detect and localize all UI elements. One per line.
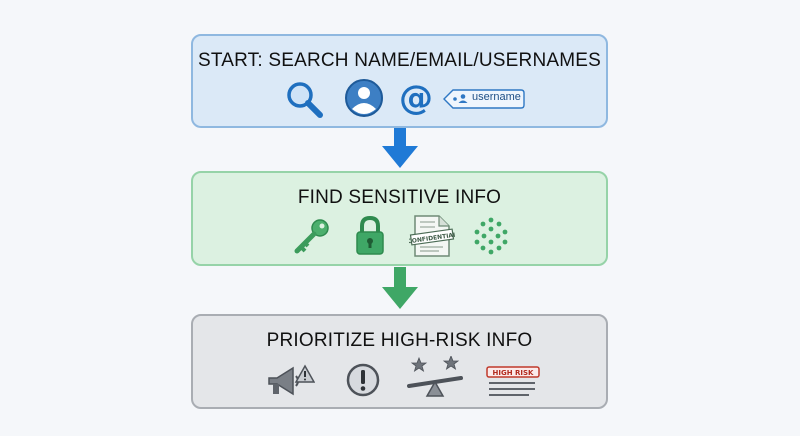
flow-arrow-1 bbox=[382, 128, 418, 168]
username-tag-icon bbox=[443, 89, 525, 109]
step-prioritize-box: PRIORITIZE HIGH-RISK INFO HIGH RISK bbox=[191, 314, 608, 409]
username-tag-label: username bbox=[472, 91, 521, 103]
dot-cluster-icon bbox=[474, 217, 508, 255]
key-icon bbox=[294, 219, 329, 254]
step-find-box: FIND SENSITIVE INFO CONFIDENTIAL bbox=[191, 171, 608, 266]
padlock-icon bbox=[356, 215, 384, 255]
flow-arrow-2 bbox=[382, 267, 418, 309]
magnifier-icon bbox=[287, 82, 323, 118]
balance-scale-icon bbox=[407, 356, 463, 397]
user-avatar-icon bbox=[345, 79, 383, 117]
svg-text:@: @ bbox=[399, 79, 433, 117]
megaphone-warning-icon bbox=[268, 364, 315, 396]
confidential-document-icon: CONFIDENTIAL bbox=[409, 215, 455, 257]
step-prioritize-title: PRIORITIZE HIGH-RISK INFO bbox=[266, 330, 533, 351]
at-sign-icon: @ bbox=[399, 79, 433, 117]
high-risk-badge-text: HIGH RISK bbox=[493, 369, 535, 377]
step-start-box: START: SEARCH NAME/EMAIL/USERNAMES @ use… bbox=[191, 34, 608, 128]
step-start-title: START: SEARCH NAME/EMAIL/USERNAMES bbox=[197, 50, 602, 71]
exclamation-icon bbox=[346, 363, 380, 397]
high-risk-list-icon: HIGH RISK bbox=[486, 366, 540, 396]
step-find-title: FIND SENSITIVE INFO bbox=[297, 187, 502, 208]
